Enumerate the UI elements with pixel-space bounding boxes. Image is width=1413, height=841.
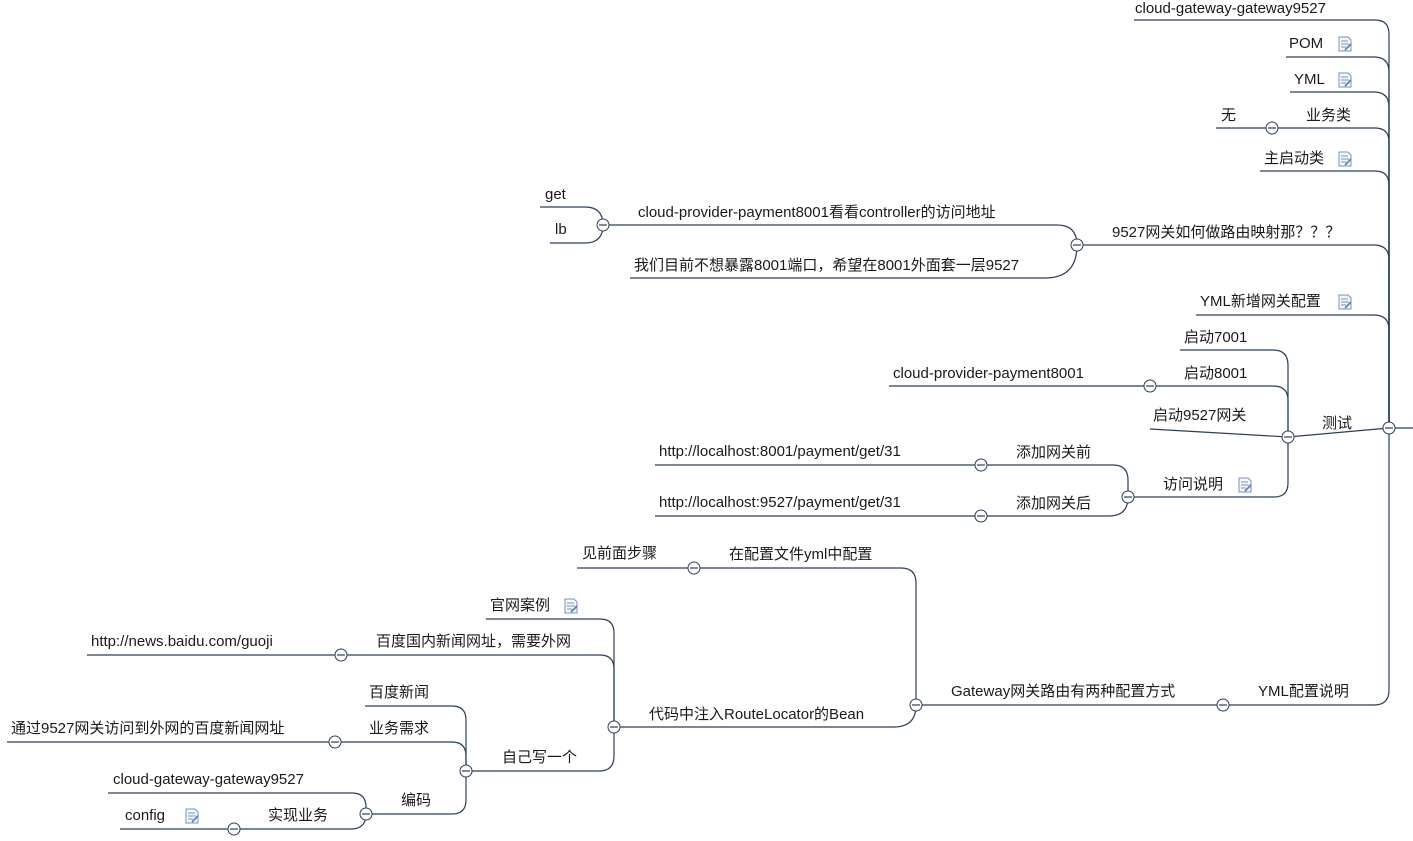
node-provider-controller[interactable]: cloud-provider-payment8001看看controller的访… [638, 204, 996, 221]
collapse-toggle-icon[interactable] [459, 764, 473, 778]
node-baidu-news-site[interactable]: 百度国内新闻网址，需要外网 [376, 633, 572, 650]
note-icon[interactable] [1337, 294, 1353, 310]
node-yml-new-gateway-config[interactable]: YML新增网关配置 [1200, 293, 1321, 310]
collapse-toggle-icon[interactable] [328, 735, 342, 749]
node-start-8001[interactable]: 启动8001 [1184, 365, 1248, 382]
node-baidu-news[interactable]: 百度新闻 [369, 684, 430, 701]
collapse-toggle-icon[interactable] [687, 561, 701, 575]
collapse-toggle-icon[interactable] [1070, 238, 1084, 252]
node-after-gateway[interactable]: 添加网关后 [1016, 495, 1092, 512]
collapse-toggle-icon[interactable] [974, 509, 988, 523]
node-via-9527[interactable]: 通过9527网关访问到外网的百度新闻网址 [11, 720, 285, 737]
node-in-yml[interactable]: 在配置文件yml中配置 [729, 546, 873, 563]
node-gateway-module-2[interactable]: cloud-gateway-gateway9527 [113, 771, 304, 788]
collapse-toggle-icon[interactable] [1121, 490, 1135, 504]
node-test[interactable]: 测试 [1322, 415, 1353, 432]
node-see-previous[interactable]: 见前面步骤 [582, 545, 658, 562]
note-icon[interactable] [1337, 151, 1353, 167]
collapse-toggle-icon[interactable] [359, 807, 373, 821]
collapse-toggle-icon[interactable] [909, 698, 923, 712]
node-pom[interactable]: POM [1289, 35, 1324, 52]
note-icon[interactable] [184, 808, 200, 824]
node-routing-question[interactable]: 9527网关如何做路由映射那？？？ [1112, 224, 1341, 241]
collapse-toggle-icon[interactable] [1265, 121, 1279, 135]
node-coding[interactable]: 编码 [401, 792, 432, 809]
collapse-toggle-icon[interactable] [1143, 379, 1157, 393]
node-provider-8001[interactable]: cloud-provider-payment8001 [893, 365, 1084, 382]
node-baidu-url[interactable]: http://news.baidu.com/guoji [91, 633, 273, 650]
node-hide-port[interactable]: 我们目前不想暴露8001端口，希望在8001外面套一层9527 [634, 257, 1020, 274]
node-business-class[interactable]: 业务类 [1306, 107, 1352, 124]
collapse-toggle-icon[interactable] [1216, 698, 1230, 712]
collapse-toggle-icon[interactable] [974, 458, 988, 472]
node-gateway-module[interactable]: cloud-gateway-gateway9527 [1135, 0, 1326, 17]
node-lb[interactable]: lb [555, 221, 567, 238]
node-url-8001[interactable]: http://localhost:8001/payment/get/31 [659, 443, 901, 460]
node-get[interactable]: get [545, 186, 566, 203]
collapse-toggle-icon[interactable] [1382, 421, 1396, 435]
node-two-ways[interactable]: Gateway网关路由有两种配置方式 [951, 683, 1176, 700]
note-icon[interactable] [563, 598, 579, 614]
node-url-9527[interactable]: http://localhost:9527/payment/get/31 [659, 494, 901, 511]
node-write-own[interactable]: 自己写一个 [502, 749, 578, 766]
node-none[interactable]: 无 [1221, 107, 1237, 124]
node-config[interactable]: config [125, 807, 166, 824]
node-main-start-class[interactable]: 主启动类 [1264, 150, 1325, 167]
note-icon[interactable] [1337, 72, 1353, 88]
collapse-toggle-icon[interactable] [1281, 430, 1295, 444]
collapse-toggle-icon[interactable] [334, 648, 348, 662]
collapse-toggle-icon[interactable] [596, 218, 610, 232]
note-icon[interactable] [1237, 477, 1253, 493]
node-yml[interactable]: YML [1294, 71, 1325, 88]
node-official-case[interactable]: 官网案例 [490, 597, 551, 614]
node-yml-config-desc[interactable]: YML配置说明 [1258, 683, 1349, 700]
collapse-toggle-icon[interactable] [227, 822, 241, 836]
node-start-9527[interactable]: 启动9527网关 [1153, 407, 1247, 424]
collapse-toggle-icon[interactable] [607, 720, 621, 734]
node-business-need[interactable]: 业务需求 [369, 720, 430, 737]
node-start-7001[interactable]: 启动7001 [1184, 329, 1248, 346]
node-bean-inject[interactable]: 代码中注入RouteLocator的Bean [649, 706, 865, 723]
note-icon[interactable] [1337, 36, 1353, 52]
node-implement[interactable]: 实现业务 [268, 807, 329, 824]
node-before-gateway[interactable]: 添加网关前 [1016, 444, 1092, 461]
node-access-note[interactable]: 访问说明 [1163, 476, 1224, 493]
